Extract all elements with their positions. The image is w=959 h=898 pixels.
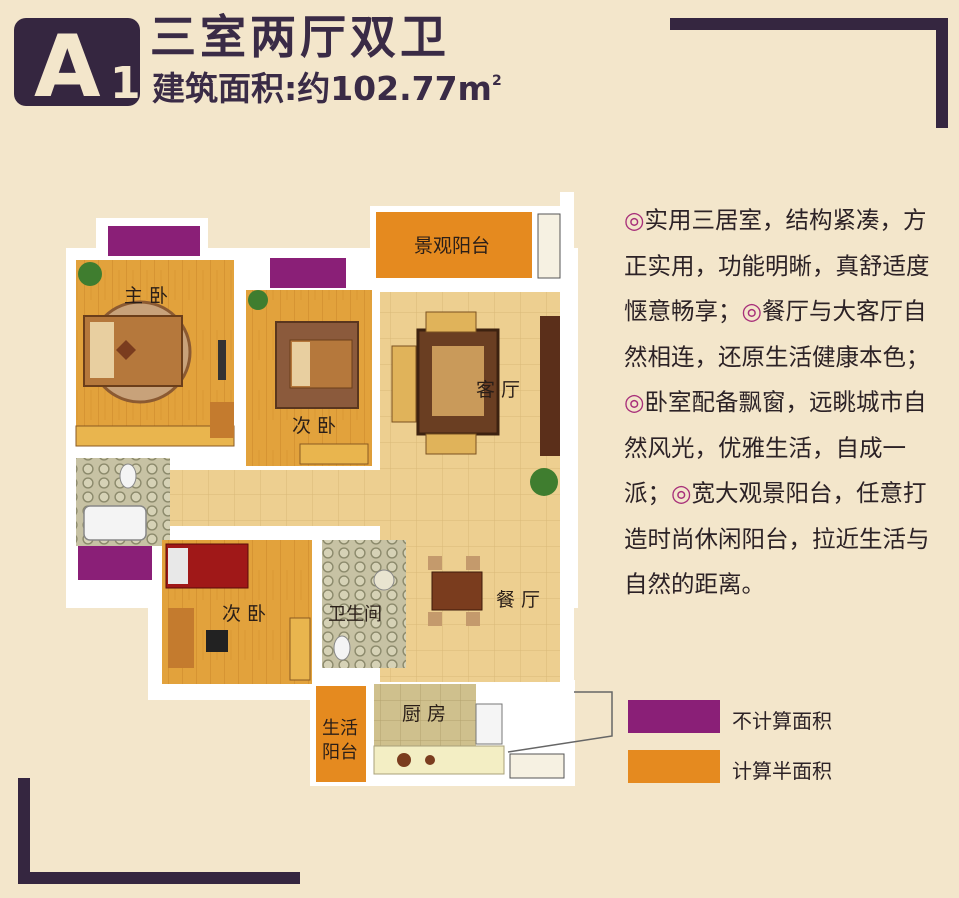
corner-frame-bottom-left [18, 778, 300, 884]
bullet-marker: ◎ [671, 479, 692, 507]
utility-balcony-area [316, 686, 366, 782]
stove-icon [425, 755, 435, 765]
chair-icon [206, 630, 228, 652]
label-kitchen: 厨 房 [402, 703, 446, 725]
description-point-4: 宽大观景阳台，任意打造时尚休闲阳台，拉近生活与自然的距离。 [624, 479, 930, 598]
bay-window-second-top [270, 258, 346, 288]
bay-window-master [108, 226, 200, 256]
layout-title: 三室两厅双卫 [150, 10, 450, 64]
unit-number: 1 [110, 58, 141, 109]
kitchen-area [374, 684, 476, 746]
plant-icon [78, 262, 102, 286]
bay-window-master-bath [78, 546, 152, 580]
bullet-marker: ◎ [624, 388, 645, 416]
label-second-bedroom-bottom: 次 卧 [222, 603, 266, 625]
fridge-icon [475, 703, 503, 745]
plant-icon [530, 468, 558, 496]
sofa-icon [391, 345, 417, 423]
area-subtitle: 建筑面积:约102.77m2 [152, 72, 502, 105]
dining-table [431, 571, 483, 611]
label-utility-balcony-line1: 生活 [322, 718, 358, 739]
corridor-area [170, 470, 380, 526]
master-desk [210, 402, 234, 438]
side-balcony-outline [507, 691, 613, 753]
legend-label: 计算半面积 [732, 759, 832, 783]
armchair-icon [425, 433, 477, 455]
layout-description: ◎实用三居室，结构紧凑，方正实用，功能明晰，真舒适度惬意畅享；◎餐厅与大客厅自然… [624, 198, 940, 608]
bathtub-icon [83, 505, 147, 541]
view-balcony-area [376, 212, 532, 278]
label-utility-balcony-line2: 阳台 [322, 742, 358, 763]
shower-icon [373, 569, 395, 591]
description-point-1: 实用三居室，结构紧凑，方正实用，功能明晰，真舒适度惬意畅享； [624, 206, 930, 325]
second-bedroom-bottom-wardrobe [289, 617, 311, 681]
corner-frame-top-right [670, 18, 948, 128]
ac-unit-box [509, 753, 565, 779]
unit-letter: A [34, 17, 101, 117]
balcony-ac-unit [537, 213, 561, 279]
unit-badge: A 1 [14, 18, 141, 110]
area-text: 建筑面积:约102.77m [152, 69, 492, 108]
plant-icon [248, 290, 268, 310]
legend-swatch-orange [628, 750, 720, 783]
bullet-marker: ◎ [624, 206, 645, 234]
master-tv [218, 340, 226, 380]
toilet-icon [333, 635, 351, 661]
label-bathroom: 卫生间 [328, 604, 382, 625]
area-unit-superscript: 2 [491, 73, 502, 89]
label-master-bedroom: 主 卧 [124, 285, 168, 307]
second-bedroom-top-wardrobe [299, 443, 369, 465]
description-point-2: 餐厅与大客厅自然相连，还原生活健康本色； [624, 297, 930, 371]
toilet-icon [119, 463, 137, 489]
label-living-room: 客 厅 [476, 379, 520, 401]
desk-icon [168, 608, 194, 668]
label-second-bedroom-top: 次 卧 [292, 415, 336, 437]
legend-swatch-purple [628, 700, 720, 733]
bullet-marker: ◎ [741, 297, 763, 325]
kitchen-counter [373, 745, 505, 775]
tv-cabinet [540, 316, 560, 456]
stove-icon [397, 753, 411, 767]
armchair-icon [425, 311, 477, 333]
description-point-3: 卧室配备飘窗，远眺城市自然风光，优雅生活，自成一派； [624, 388, 927, 507]
label-view-balcony: 景观阳台 [414, 235, 490, 257]
label-dining-room: 餐 厅 [496, 589, 540, 611]
legend-label: 不计算面积 [732, 709, 832, 733]
